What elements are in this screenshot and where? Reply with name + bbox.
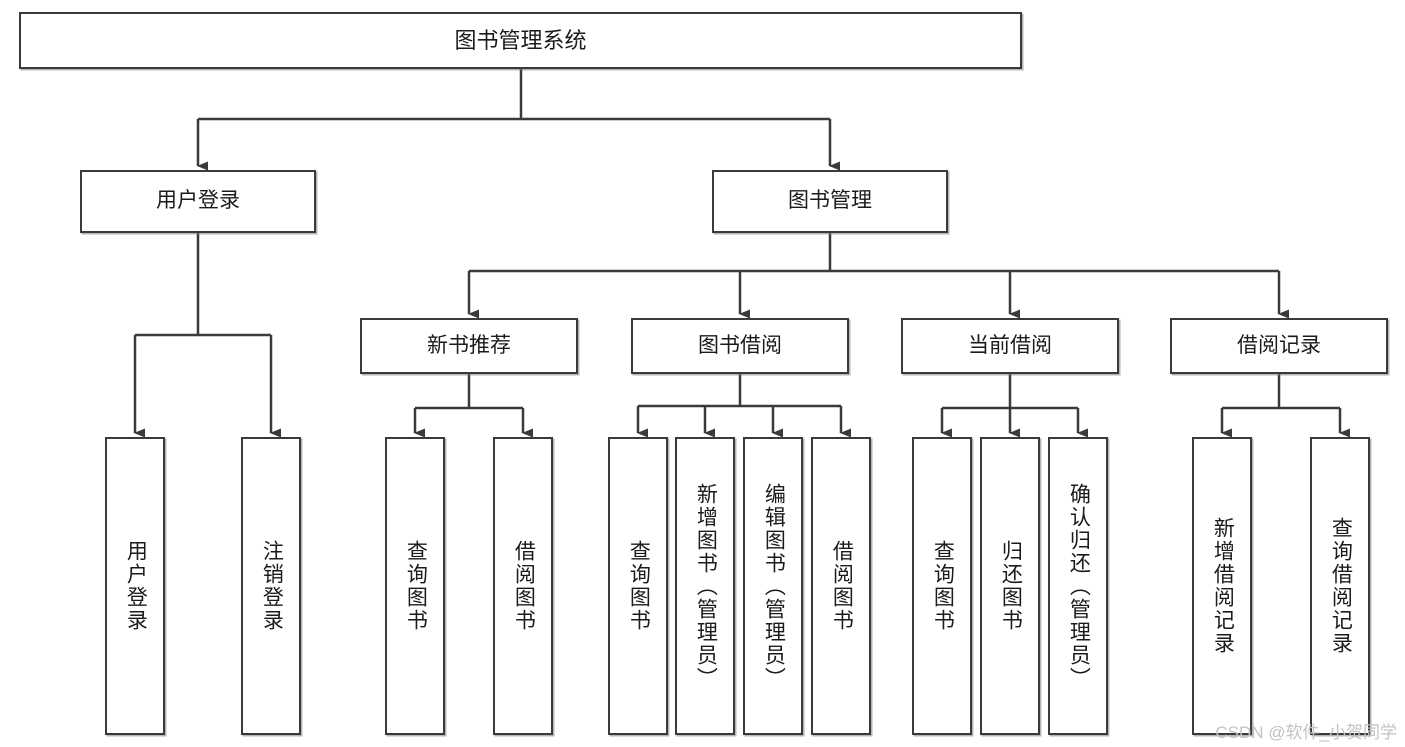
node-book-borrow[interactable]: 图书借阅 (631, 318, 849, 374)
node-user-login[interactable]: 用户登录 (80, 170, 316, 233)
node-label: 归还图书 (999, 540, 1023, 632)
node-label: 图书借阅 (698, 333, 782, 357)
leaf-user-login-signout[interactable]: 注销登录 (241, 437, 301, 735)
leaf-record-query-record[interactable]: 查询借阅记录 (1310, 437, 1370, 735)
node-book-management[interactable]: 图书管理 (712, 170, 948, 233)
node-label: 借阅图书 (512, 540, 536, 632)
node-root-system[interactable]: 图书管理系统 (19, 12, 1022, 69)
node-label: 查询图书 (627, 540, 651, 632)
node-current-borrow[interactable]: 当前借阅 (901, 318, 1119, 374)
node-label: 查询借阅记录 (1329, 517, 1353, 655)
node-label: 查询图书 (931, 540, 955, 632)
node-label: 借阅记录 (1237, 333, 1321, 357)
leaf-borrow-add-book-admin[interactable]: 新增图书（管理员） (675, 437, 735, 735)
leaf-user-login-signin[interactable]: 用户登录 (105, 437, 165, 735)
node-label: 新增图书（管理员） (694, 482, 718, 690)
node-label: 用户登录 (124, 540, 148, 632)
watermark-text: CSDN @软件_小贺同学 (1215, 723, 1397, 742)
leaf-recommend-query-book[interactable]: 查询图书 (385, 437, 445, 735)
leaf-borrow-borrow-book[interactable]: 借阅图书 (811, 437, 871, 735)
node-label: 编辑图书（管理员） (762, 482, 786, 690)
node-new-book-recommend[interactable]: 新书推荐 (360, 318, 578, 374)
leaf-record-add-record[interactable]: 新增借阅记录 (1192, 437, 1252, 735)
node-label: 新增借阅记录 (1211, 517, 1235, 655)
leaf-recommend-borrow-book[interactable]: 借阅图书 (493, 437, 553, 735)
leaf-borrow-query-book[interactable]: 查询图书 (608, 437, 668, 735)
node-label: 借阅图书 (830, 540, 854, 632)
leaf-current-return-book[interactable]: 归还图书 (980, 437, 1040, 735)
leaf-borrow-edit-book-admin[interactable]: 编辑图书（管理员） (743, 437, 803, 735)
node-label: 图书管理 (788, 189, 872, 213)
leaf-current-query-book[interactable]: 查询图书 (912, 437, 972, 735)
node-borrow-record[interactable]: 借阅记录 (1170, 318, 1388, 374)
node-label: 图书管理系统 (454, 27, 587, 53)
node-label: 确认归还（管理员） (1067, 482, 1091, 690)
node-label: 用户登录 (156, 189, 240, 213)
node-label: 注销登录 (260, 540, 284, 632)
leaf-current-confirm-return-admin[interactable]: 确认归还（管理员） (1048, 437, 1108, 735)
node-label: 新书推荐 (427, 333, 511, 357)
node-label: 查询图书 (404, 540, 428, 632)
node-label: 当前借阅 (968, 333, 1052, 357)
